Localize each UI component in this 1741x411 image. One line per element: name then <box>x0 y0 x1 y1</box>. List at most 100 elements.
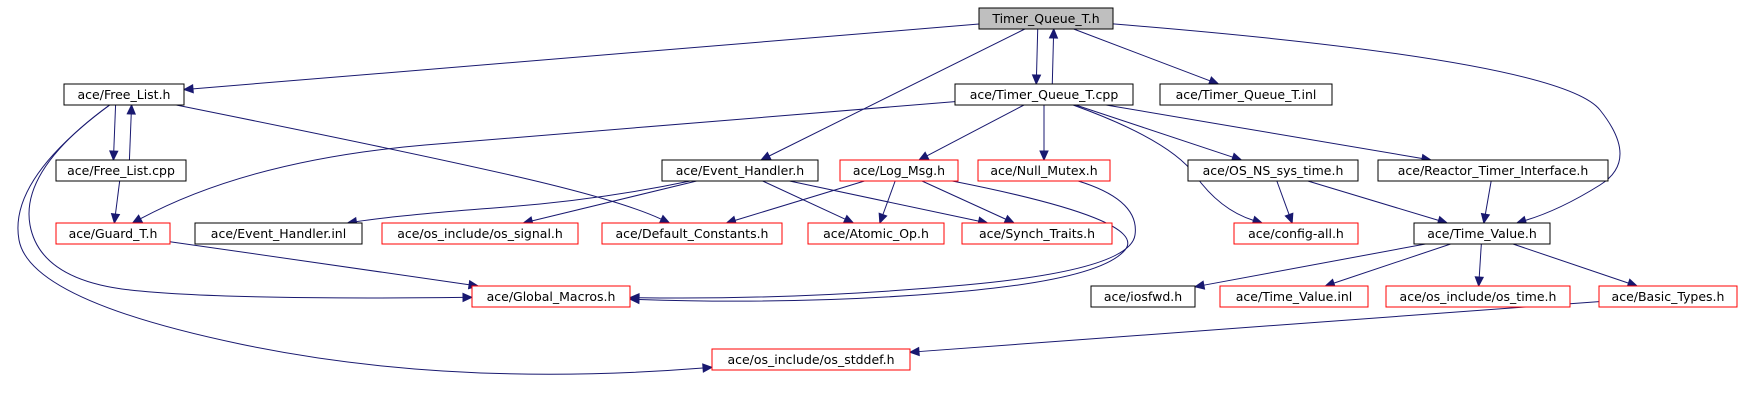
node-label: ace/Guard_T.h <box>69 226 158 241</box>
edge-guard_t_h-to-global_macros_h <box>169 241 480 290</box>
edge-time_value_h-to-iosfwd_h <box>1193 243 1426 290</box>
node-label: ace/Basic_Types.h <box>1612 289 1725 304</box>
edge-line <box>921 180 1007 220</box>
edge-line <box>1276 180 1290 215</box>
node-null-mutex-h[interactable]: ace/Null_Mutex.h <box>977 159 1111 182</box>
node-time-value-inl[interactable]: ace/Time_Value.inl <box>1219 285 1369 308</box>
edge-null_mutex_h-to-global_macros_h <box>628 180 1136 303</box>
edge-timer_queue_t_cpp-to-guard_t_h <box>131 101 956 224</box>
edge-line <box>1333 243 1451 284</box>
arrowhead-icon <box>702 363 714 373</box>
edge-timer_queue_t_h-to-timer_queue_t_cpp <box>1031 28 1042 86</box>
node-synch-traits-h[interactable]: ace/Synch_Traits.h <box>961 222 1113 245</box>
arrowhead-icon <box>1193 280 1206 290</box>
edge-layer <box>17 23 1639 375</box>
edge-line <box>531 180 697 222</box>
node-label: ace/Free_List.h <box>78 87 171 102</box>
node-os-ns-sys-time-h[interactable]: ace/OS_NS_sys_time.h <box>1187 159 1359 182</box>
node-timer-queue-t-inl[interactable]: ace/Timer_Queue_T.inl <box>1159 83 1333 106</box>
node-guard-t-h[interactable]: ace/Guard_T.h <box>55 222 171 245</box>
node-box <box>1413 222 1551 245</box>
arrowhead-icon <box>109 150 119 162</box>
node-label: ace/Timer_Queue_T.cpp <box>970 87 1119 102</box>
arrowhead-icon <box>1207 76 1220 86</box>
node-global-macros-h[interactable]: ace/Global_Macros.h <box>471 285 631 308</box>
node-basic-types-h[interactable]: ace/Basic_Types.h <box>1598 285 1738 308</box>
edge-time_value_h-to-time_value_inl <box>1324 243 1451 288</box>
edge-line <box>28 104 464 299</box>
edge-free_list_h-to-os_stddef_h <box>17 104 714 375</box>
node-default-constants-h[interactable]: ace/Default_Constants.h <box>601 222 783 245</box>
node-box <box>471 285 631 308</box>
edge-line <box>169 241 470 286</box>
edge-log_msg_h-to-default_constants_h <box>725 180 865 225</box>
node-layer: Timer_Queue_T.h ace/Free_List.h ace/Timer_… <box>55 7 1738 371</box>
node-label: ace/Log_Msg.h <box>853 163 945 178</box>
edge-line <box>638 180 1129 302</box>
node-timer-queue-t-cpp[interactable]: ace/Timer_Queue_T.cpp <box>954 83 1134 106</box>
arrowhead-icon <box>1048 27 1059 39</box>
node-event-handler-inl[interactable]: ace/Event_Handler.inl <box>194 222 363 245</box>
node-label: ace/os_include/os_stddef.h <box>727 352 894 367</box>
node-label: ace/os_include/os_signal.h <box>397 226 563 241</box>
arrowhead-icon <box>908 346 920 357</box>
arrowhead-icon <box>110 212 121 225</box>
arrowhead-icon <box>1480 212 1491 225</box>
node-box <box>977 159 1111 182</box>
node-atomic-op-h[interactable]: ace/Atomic_Op.h <box>807 222 945 245</box>
node-free-list-h[interactable]: ace/Free_List.h <box>63 83 185 106</box>
node-label: ace/Global_Macros.h <box>487 289 616 304</box>
node-iosfwd-h[interactable]: ace/iosfwd.h <box>1090 285 1196 308</box>
edge-line <box>926 104 1025 157</box>
node-box <box>1090 285 1196 308</box>
edge-os_ns_sys_time_h-to-config_all_h <box>1276 180 1294 225</box>
node-timer-queue-t-h: Timer_Queue_T.h <box>978 7 1114 30</box>
node-label: ace/Event_Handler.h <box>676 163 804 178</box>
node-event-handler-h[interactable]: ace/Event_Handler.h <box>661 159 819 182</box>
edge-timer_queue_t_h-to-timer_queue_t_inl <box>1073 28 1220 86</box>
node-box <box>954 83 1134 106</box>
node-box <box>381 222 579 245</box>
edge-line <box>1051 37 1054 85</box>
edge-line <box>356 180 691 223</box>
edge-line <box>882 180 896 215</box>
node-os-time-h[interactable]: ace/os_include/os_time.h <box>1385 285 1571 308</box>
edge-line <box>176 104 662 220</box>
edge-line <box>918 301 1600 353</box>
node-config-all-h[interactable]: ace/config-all.h <box>1233 222 1359 245</box>
node-time-value-h[interactable]: ace/Time_Value.h <box>1413 222 1551 245</box>
node-label: ace/Timer_Queue_T.inl <box>1176 87 1317 102</box>
node-box <box>63 83 185 106</box>
edge-line <box>114 180 121 215</box>
edge-reactor_timer_interface_h-to-time_value_h <box>1480 180 1492 225</box>
edge-event_handler_h-to-atomic_op_h <box>762 180 855 224</box>
edge-time_value_h-to-os_time_h <box>1474 243 1485 288</box>
node-box <box>807 222 945 245</box>
arrowhead-icon <box>917 151 930 161</box>
node-box <box>961 222 1113 245</box>
edge-line <box>113 104 117 152</box>
edge-line <box>734 180 865 221</box>
edge-timer_queue_t_h-to-time_value_h <box>1112 23 1621 225</box>
node-box <box>1219 285 1369 308</box>
node-os-signal-h[interactable]: ace/os_include/os_signal.h <box>381 222 579 245</box>
arrowhead-icon <box>628 292 640 303</box>
edge-timer_queue_t_h-to-free_list_h <box>182 23 980 94</box>
node-label: ace/Event_Handler.inl <box>211 226 346 241</box>
edge-line <box>140 101 956 220</box>
node-label: ace/OS_NS_sys_time.h <box>1203 163 1344 178</box>
node-box <box>1159 83 1333 106</box>
node-log-msg-h[interactable]: ace/Log_Msg.h <box>839 159 959 182</box>
node-free-list-cpp[interactable]: ace/Free_List.cpp <box>55 159 187 182</box>
edge-timer_queue_t_cpp-to-log_msg_h <box>917 104 1025 161</box>
edge-line <box>762 180 846 220</box>
node-label: ace/Synch_Traits.h <box>979 226 1095 241</box>
node-reactor-timer-interface-h[interactable]: ace/Reactor_Timer_Interface.h <box>1377 159 1609 182</box>
arrowhead-icon <box>1031 74 1042 86</box>
edge-timer_queue_t_cpp-to-reactor_timer_interface_h <box>1105 104 1433 164</box>
node-os-stddef-h[interactable]: ace/os_include/os_stddef.h <box>711 348 911 371</box>
edge-os_ns_sys_time_h-to-time_value_h <box>1307 180 1449 225</box>
node-label: ace/Free_List.cpp <box>67 163 175 178</box>
edge-line <box>17 104 704 375</box>
